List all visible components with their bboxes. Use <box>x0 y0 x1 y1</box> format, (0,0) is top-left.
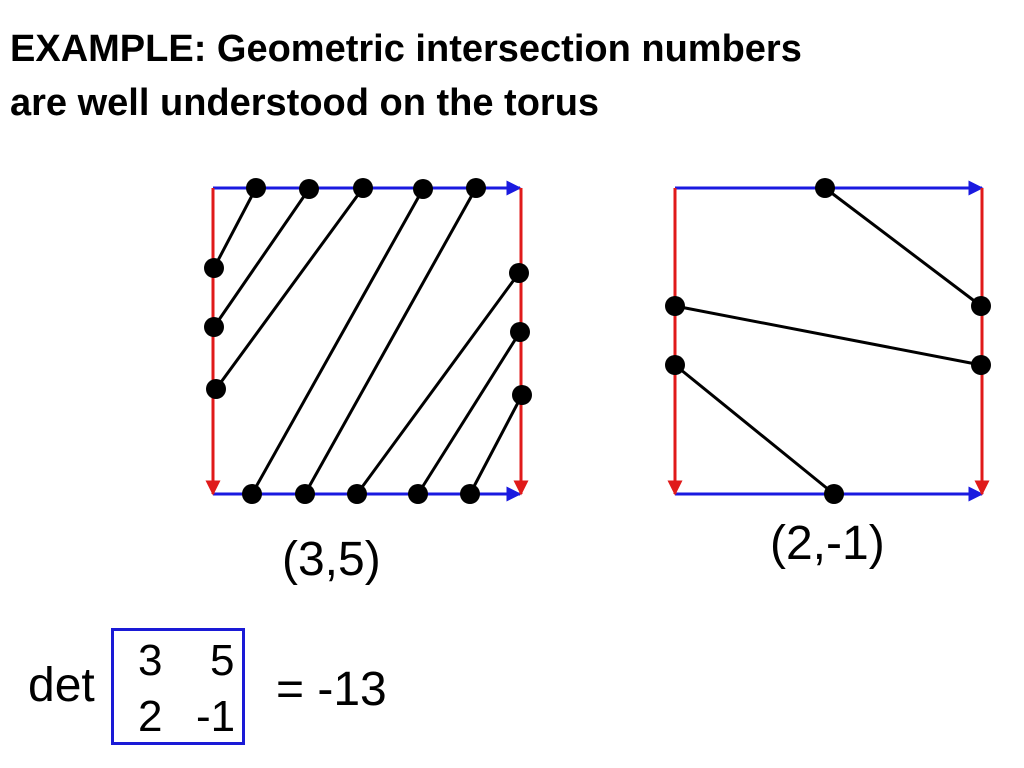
intersection-point <box>460 484 480 504</box>
curve-segment <box>674 363 835 496</box>
intersection-point <box>347 484 367 504</box>
intersection-point <box>665 355 685 375</box>
intersection-point <box>824 484 844 504</box>
intersection-point <box>242 484 262 504</box>
intersection-point <box>971 296 991 316</box>
curve-segment <box>214 187 365 390</box>
right-torus-caption: (2,-1) <box>770 517 885 570</box>
matrix-cell-b: 5 <box>210 636 235 685</box>
title-line-2: are well understood on the torus <box>10 82 600 124</box>
intersection-point <box>665 296 685 316</box>
matrix-cell-c: 2 <box>138 692 163 741</box>
right-torus <box>665 178 991 504</box>
curve-segment <box>212 187 258 269</box>
intersection-point <box>246 178 266 198</box>
intersection-point <box>295 484 315 504</box>
left-torus-caption: (3,5) <box>282 533 381 586</box>
intersection-point <box>353 178 373 198</box>
curve-segment <box>674 304 982 367</box>
curve-segment <box>303 187 478 495</box>
curve-segment <box>212 188 311 328</box>
intersection-point <box>466 178 486 198</box>
intersection-point <box>299 179 319 199</box>
intersection-point <box>204 258 224 278</box>
right-curve-segments <box>674 186 982 496</box>
intersection-point <box>815 178 835 198</box>
det-label: det <box>28 659 95 712</box>
matrix-cell-a: 3 <box>138 636 163 685</box>
intersection-point <box>204 317 224 337</box>
curve-segment <box>355 272 521 495</box>
left-curve-segments <box>212 187 524 495</box>
left-intersection-points <box>204 178 532 504</box>
intersection-point <box>971 355 991 375</box>
intersection-point <box>512 385 532 405</box>
matrix-cell-d: -1 <box>196 692 236 741</box>
slide-title: EXAMPLE: Geometric intersection numbers … <box>10 22 1010 130</box>
intersection-point <box>510 322 530 342</box>
right-intersection-points <box>665 178 991 504</box>
intersection-point <box>509 263 529 283</box>
curve-segment <box>416 331 522 495</box>
intersection-point <box>413 179 433 199</box>
curve-segment <box>824 186 982 308</box>
title-line-1: EXAMPLE: Geometric intersection numbers <box>10 28 802 70</box>
matrix-box: 3 5 2 -1 <box>111 628 245 745</box>
intersection-point <box>206 379 226 399</box>
det-result: = -13 <box>276 663 387 716</box>
intersection-point <box>408 484 428 504</box>
left-torus <box>204 178 532 504</box>
curve-segment <box>250 188 425 495</box>
curve-segment <box>468 394 524 495</box>
